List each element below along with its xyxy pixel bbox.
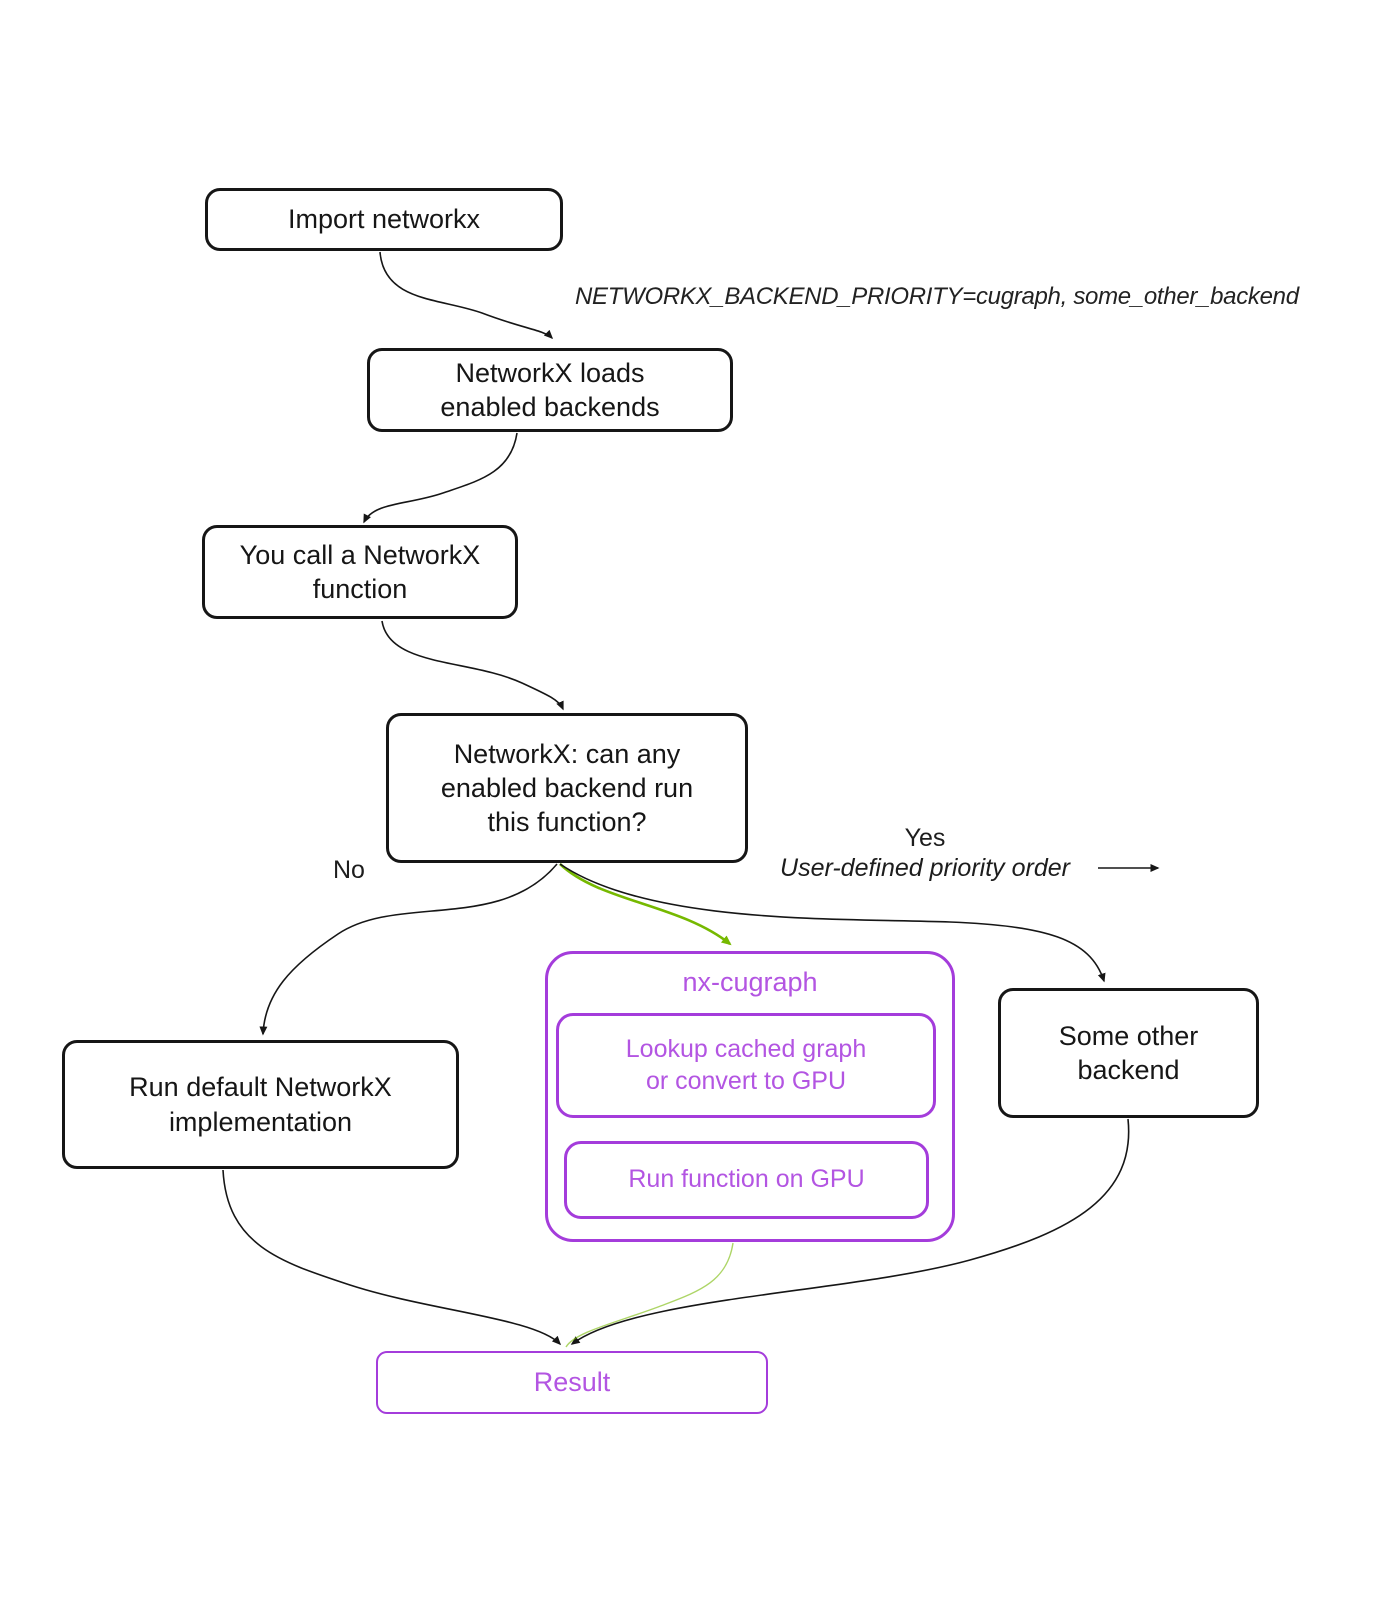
node-decision-backend: NetworkX: can any enabled backend run th… [386,713,748,863]
node-some-other-backend: Some other backend [998,988,1259,1118]
edge-decision-to-nx-cugraph [559,863,732,946]
node-result: Result [376,1351,768,1414]
edge-nx-cugraph-to-result [565,1242,734,1348]
edge-call-to-decision [381,620,564,711]
edge-loads-to-call [363,432,518,524]
yes-branch-label: Yes [904,824,946,852]
node-lookup-cached-graph: Lookup cached graph or convert to GPU [556,1013,936,1118]
node-import-networkx: Import networkx [205,188,563,251]
edge-import-to-loads [379,251,554,340]
edge-other-to-result [570,1118,1130,1345]
node-loads-backends: NetworkX loads enabled backends [367,348,733,432]
nx-cugraph-title: nx-cugraph [682,967,818,997]
node-call-function: You call a NetworkX function [202,525,518,619]
no-branch-label: No [333,856,365,884]
edge-decision-yes-to-other [559,863,1106,983]
node-run-function-gpu: Run function on GPU [564,1141,929,1219]
edge-decision-no-to-default [259,863,558,1036]
edge-default-to-result [222,1169,562,1346]
env-priority-label: NETWORKX_BACKEND_PRIORITY=cugraph, some_… [575,283,1299,310]
node-run-default: Run default NetworkX implementation [62,1040,459,1169]
priority-order-label: User-defined priority order [780,854,1070,882]
